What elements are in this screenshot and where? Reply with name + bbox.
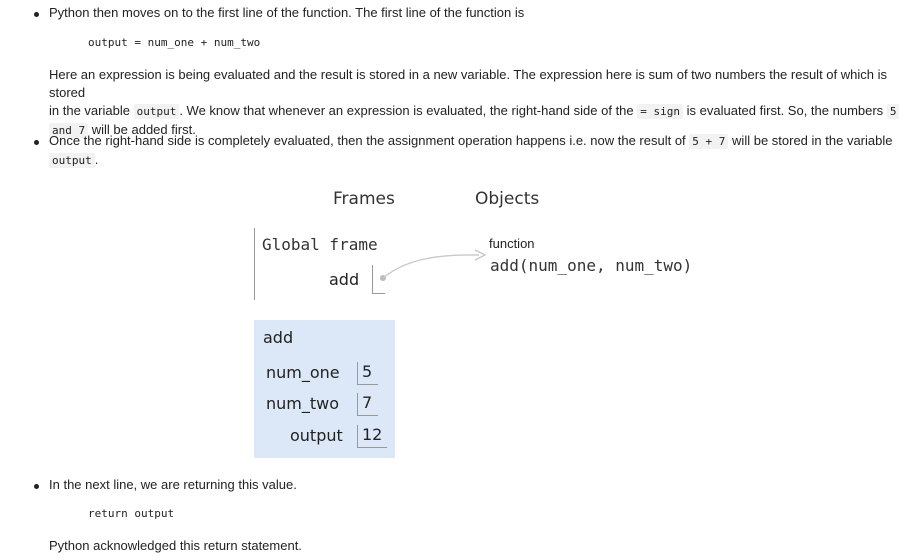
var-value-num-one: 5 [357,362,378,385]
pointer-box [372,265,385,294]
bullet-paragraph: Once the right-hand side is completely e… [49,132,909,170]
inline-code: and 7 [49,123,89,138]
para-text: . We know that whenever an expression is… [179,103,634,118]
function-frame [254,320,395,458]
var-name-output: output [290,426,343,445]
bullet-dot [34,140,39,145]
para-text: Once the right-hand side is completely e… [49,133,686,148]
pointer-arrow [380,249,487,281]
object-type-label: function [489,236,535,251]
var-value-num-two: 7 [357,393,378,416]
function-frame-title: add [263,328,294,347]
bullet-dot [34,484,39,489]
var-name-num-two: num_two [266,394,340,413]
objects-heading: Objects [475,189,540,209]
bullet-dot [34,12,39,17]
frames-heading: Frames [333,189,395,209]
var-value-output: 12 [357,425,387,448]
var-name-num-one: num_one [266,363,340,382]
explanation-paragraph: Here an expression is being evaluated an… [49,66,909,140]
para-line-1: Here an expression is being evaluated an… [49,67,887,100]
para-text: will be added first. [91,122,196,137]
para-text: . [94,152,99,167]
para-text: is evaluated first. So, the numbers [686,103,884,118]
para-text: will be stored in the variable [732,133,893,148]
para-text: in the variable [49,103,130,118]
inline-code: 5 [886,104,900,119]
para-line: output. [49,151,909,170]
inline-code: output [133,104,180,119]
global-frame-label: Global frame [262,235,378,254]
code-line: return output [88,507,175,520]
code-line: output = num_one + num_two [88,36,261,49]
closing-text: Python acknowledged this return statemen… [49,538,302,553]
para-line-2: in the variable output. We know that whe… [49,102,909,121]
global-var-name: add [329,270,360,289]
para-line: Once the right-hand side is completely e… [49,132,909,151]
inline-code: output [49,153,95,168]
inline-code: 5 + 7 [689,134,729,149]
para-line-3: and 7 will be added first. [49,121,909,140]
inline-code: = sign [637,104,684,119]
bullet-text: Python then moves on to the first line o… [49,5,525,20]
bullet-text: In the next line, we are returning this … [49,477,297,492]
global-frame-border [254,228,255,300]
function-signature: add(num_one, num_two) [490,256,693,275]
